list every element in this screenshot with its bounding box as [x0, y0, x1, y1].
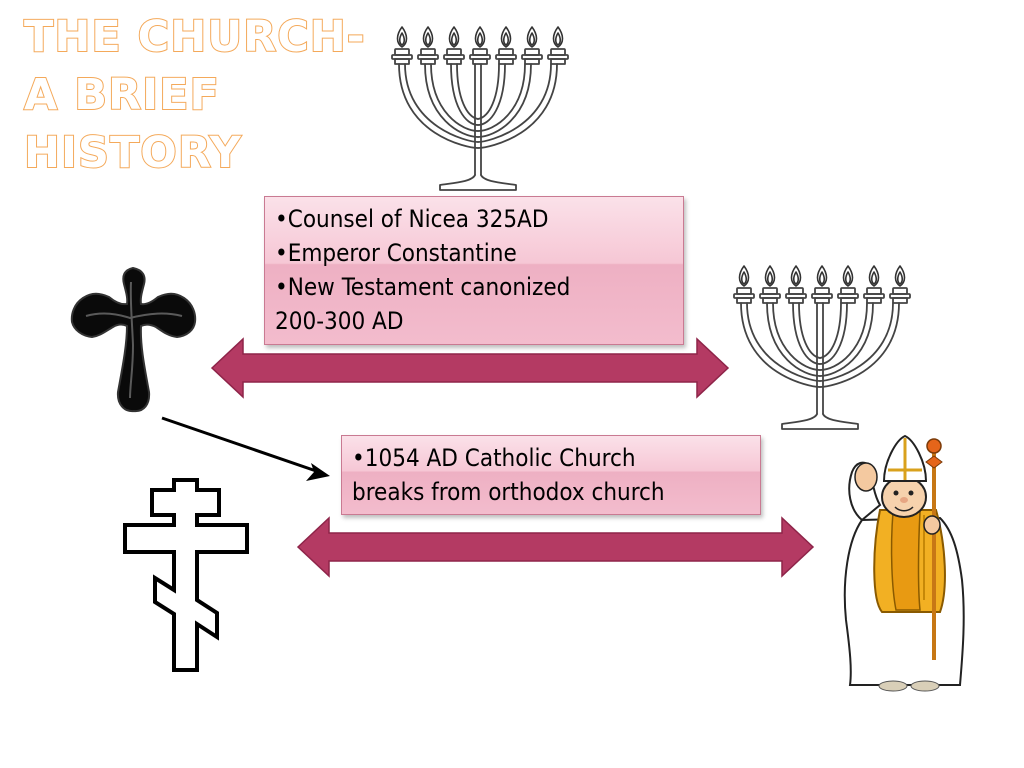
pointer-arrow: [161, 416, 330, 481]
title-line-2: A BRIEF: [23, 69, 220, 121]
bullet-line: breaks from orthodox church: [352, 478, 665, 506]
bullet-line: •New Testament canonized: [275, 273, 571, 301]
bullet-line: •1054 AD Catholic Church: [352, 444, 636, 472]
title-line-1: THE CHURCH-: [23, 11, 366, 63]
bullet-line: 200-300 AD: [275, 307, 404, 335]
bullet-line: •Emperor Constantine: [275, 239, 517, 267]
orthodox-cross-icon: [123, 478, 249, 672]
title-line-3: HISTORY: [23, 127, 242, 179]
textbox-great-schism: •1054 AD Catholic Church breaks from ort…: [341, 435, 761, 515]
menorah-icon: [734, 266, 910, 429]
menorah-icon: [392, 27, 568, 190]
slide-title: THE CHURCH- A BRIEF HISTORY: [23, 8, 366, 182]
black-cross-icon: [70, 266, 197, 413]
pope-figure-icon: [843, 434, 965, 692]
double-arrow-2: [296, 516, 815, 578]
textbox-council-of-nicea: •Counsel of Nicea 325AD •Emperor Constan…: [264, 196, 684, 345]
double-arrow-1: [210, 337, 730, 399]
bullet-line: •Counsel of Nicea 325AD: [275, 205, 549, 233]
